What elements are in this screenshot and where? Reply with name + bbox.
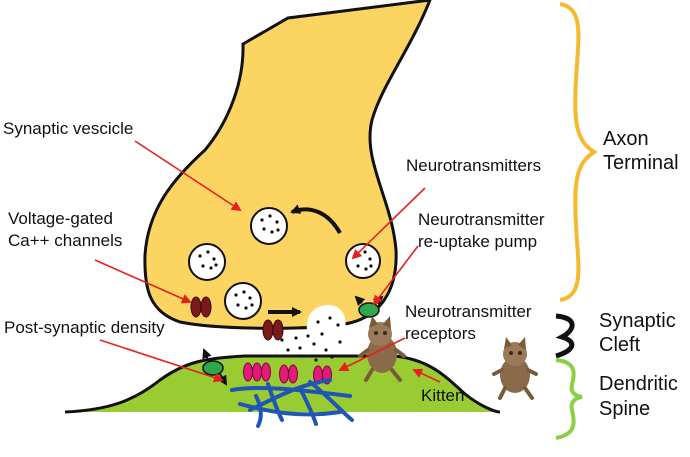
label-voltage-gated-line2: Ca++ channels xyxy=(8,231,123,250)
psd-filaments xyxy=(230,378,354,428)
region-cleft-line1: Synaptic xyxy=(599,310,676,332)
dendritic-spine-outline xyxy=(64,354,501,414)
axon-terminal-brace xyxy=(559,2,598,302)
region-cleft-line2: Cleft xyxy=(599,334,641,356)
region-spine-line1: Dendritic xyxy=(599,373,678,395)
dendritic-spine-brace xyxy=(555,358,583,440)
vesicle xyxy=(188,243,226,281)
region-axon-line2: Terminal xyxy=(603,152,679,174)
vesicle xyxy=(250,207,288,245)
label-voltage-gated-line1: Voltage-gated xyxy=(8,209,113,228)
synaptic-vesicles xyxy=(188,207,381,320)
pointer-arrows xyxy=(94,140,441,383)
axon-terminal-shape xyxy=(143,0,432,330)
label-synaptic-vesicle: Synaptic vescicle xyxy=(3,119,134,138)
label-receptors-line1: Neurotransmitter xyxy=(405,302,532,321)
label-reuptake-line1: Neurotransmitter xyxy=(418,210,545,229)
region-axon-line1: Axon xyxy=(603,128,649,150)
synaptic-cleft-brace xyxy=(555,313,575,359)
vesicle xyxy=(224,282,262,320)
region-spine-line2: Spine xyxy=(599,398,651,420)
label-receptors-line2: receptors xyxy=(405,324,476,343)
label-neurotransmitters: Neurotransmitters xyxy=(406,156,542,175)
kitten-in-cleft xyxy=(358,316,406,382)
label-post-synaptic-density: Post-synaptic density xyxy=(4,318,165,337)
label-kitten: Kitten xyxy=(421,386,465,405)
ca-channels xyxy=(190,296,284,341)
label-reuptake-line2: re-uptake pump xyxy=(418,232,538,251)
kitten-floating xyxy=(492,337,538,400)
released-neurotransmitters xyxy=(280,305,346,362)
vesicle-cycle-arrow xyxy=(290,204,342,235)
